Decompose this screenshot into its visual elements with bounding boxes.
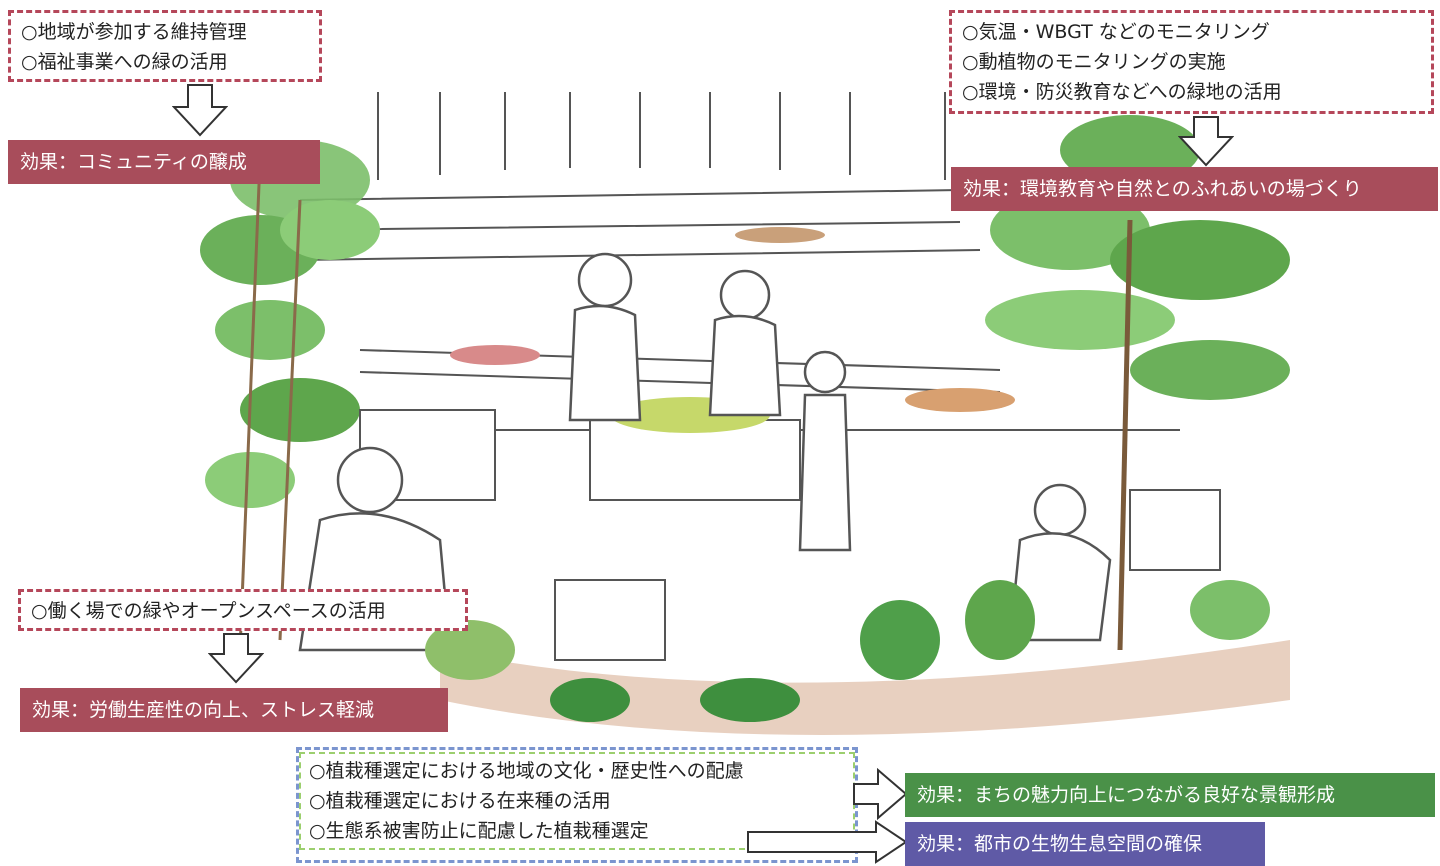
effect-landscape: 効果：まちの魅力向上につながる良好な景観形成	[905, 773, 1435, 817]
note-line: ○働く場での緑やオープンスペースの活用	[31, 600, 386, 622]
planters	[359, 227, 1221, 661]
arrow-down-icon	[208, 633, 264, 684]
arrow-right-icon	[853, 768, 908, 820]
note-line: ○気温・WBGT などのモニタリング	[962, 21, 1270, 43]
note-line: ○生態系被害防止に配慮した植栽種選定	[309, 820, 649, 842]
arrow-right-icon	[747, 820, 908, 864]
note-inner: ○植栽種選定における地域の文化・歴史性への配慮 ○植栽種選定における在来種の活用…	[299, 752, 855, 850]
note-line: ○植栽種選定における在来種の活用	[309, 790, 611, 812]
effect-habitat: 効果：都市の生物生息空間の確保	[905, 822, 1265, 866]
ground-plants	[425, 580, 1290, 735]
note-line: ○動植物のモニタリングの実施	[962, 51, 1226, 73]
effect-environmental-education: 効果：環境教育や自然とのふれあいの場づくり	[951, 167, 1438, 211]
note-monitoring: ○気温・WBGT などのモニタリング ○動植物のモニタリングの実施 ○環境・防災…	[949, 10, 1434, 114]
note-line: ○福祉事業への緑の活用	[21, 51, 228, 73]
effect-productivity: 効果：労働生産性の向上、ストレス軽減	[20, 688, 448, 732]
note-community: ○地域が参加する維持管理 ○福祉事業への緑の活用	[8, 10, 322, 82]
note-workplace: ○働く場での緑やオープンスペースの活用	[18, 589, 468, 631]
trees-left	[200, 140, 380, 651]
arrow-down-icon	[172, 84, 228, 137]
note-line: ○植栽種選定における地域の文化・歴史性への配慮	[309, 760, 744, 782]
note-line: ○環境・防災教育などへの緑地の活用	[962, 81, 1282, 103]
arrow-down-icon	[1178, 116, 1234, 167]
note-line: ○地域が参加する維持管理	[21, 21, 247, 43]
effect-community: 効果：コミュニティの醸成	[8, 140, 320, 184]
building-facade	[299, 92, 1180, 431]
